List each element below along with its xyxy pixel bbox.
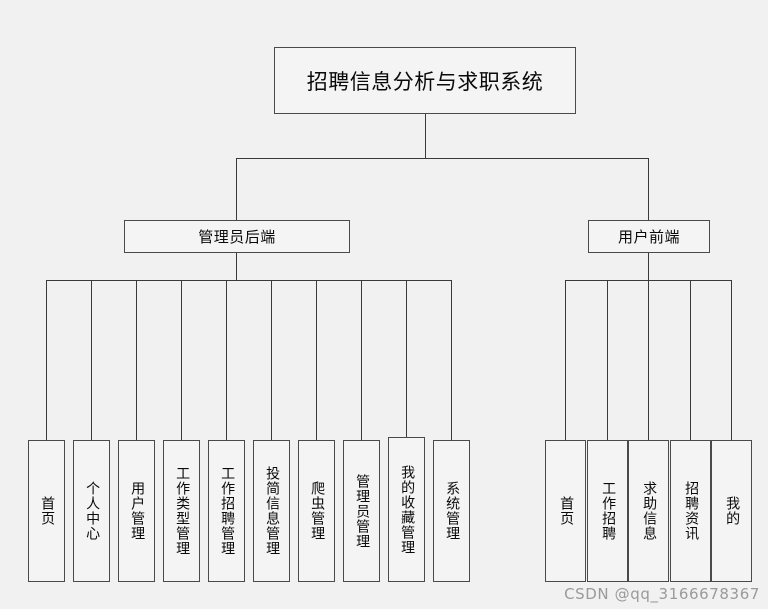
connector-admin-drop-5 <box>226 280 227 440</box>
connector-user-drop-2 <box>607 280 608 440</box>
connector-admin-drop-10 <box>451 280 452 440</box>
branch-node-user: 用户前端 <box>588 220 710 253</box>
leaf-node-admin-10: 系统管理 <box>433 440 470 582</box>
leaf-node-user-5: 我的 <box>711 440 752 582</box>
connector-admin-bus <box>46 280 451 281</box>
connector-root-stem <box>425 114 426 158</box>
leaf-node-admin-6-label: 投简信息管理 <box>264 466 281 556</box>
connector-admin-drop-8 <box>361 280 362 440</box>
leaf-node-admin-7-label: 爬虫管理 <box>309 481 326 541</box>
leaf-node-admin-2-label: 个人中心 <box>84 481 101 541</box>
leaf-node-user-3-label: 求助信息 <box>641 481 658 541</box>
leaf-node-admin-3-label: 用户管理 <box>129 481 146 541</box>
connector-user-drop-4 <box>690 280 691 440</box>
leaf-node-admin-2: 个人中心 <box>73 440 110 582</box>
leaf-node-admin-7: 爬虫管理 <box>298 440 335 582</box>
leaf-node-admin-8-label: 管理员管理 <box>354 473 371 549</box>
leaf-node-user-4-label: 招聘资讯 <box>683 481 700 541</box>
branch-node-admin: 管理员后端 <box>124 220 350 253</box>
leaf-node-admin-9: 我的收藏管理 <box>388 437 425 582</box>
leaf-node-admin-3: 用户管理 <box>118 440 155 582</box>
connector-admin-drop-7 <box>316 280 317 440</box>
leaf-node-admin-1-label: 首页 <box>39 496 56 526</box>
connector-admin-drop-4 <box>181 280 182 440</box>
leaf-node-user-1: 首页 <box>545 440 586 582</box>
connector-user-drop-3 <box>648 280 649 440</box>
leaf-node-user-4: 招聘资讯 <box>670 440 711 582</box>
leaf-node-admin-8: 管理员管理 <box>343 440 380 582</box>
leaf-node-admin-6: 投简信息管理 <box>253 440 290 582</box>
connector-root-bus <box>236 158 649 159</box>
leaf-node-admin-1: 首页 <box>28 440 65 582</box>
connector-admin-drop-6 <box>271 280 272 440</box>
leaf-node-user-2-label: 工作招聘 <box>600 481 617 541</box>
watermark-text: CSDN @qq_3166678367 <box>564 585 760 603</box>
leaf-node-admin-5-label: 工作招聘管理 <box>219 466 236 556</box>
leaf-node-admin-5: 工作招聘管理 <box>208 440 245 582</box>
connector-admin-stem <box>236 253 237 280</box>
leaf-node-user-2: 工作招聘 <box>587 440 628 582</box>
connector-admin-drop-9 <box>406 280 407 437</box>
connector-admin-drop-3 <box>136 280 137 440</box>
leaf-node-user-5-label: 我的 <box>724 496 741 526</box>
leaf-node-admin-10-label: 系统管理 <box>444 481 461 541</box>
leaf-node-admin-9-label: 我的收藏管理 <box>399 464 416 555</box>
root-node-label: 招聘信息分析与求职系统 <box>306 69 544 94</box>
leaf-node-user-3: 求助信息 <box>628 440 669 582</box>
leaf-node-admin-4: 工作类型管理 <box>163 440 200 582</box>
connector-root-to-user <box>648 158 649 220</box>
connector-admin-drop-2 <box>91 280 92 440</box>
leaf-node-user-1-label: 首页 <box>558 496 575 526</box>
leaf-node-admin-4-label: 工作类型管理 <box>174 466 191 556</box>
connector-user-drop-5 <box>731 280 732 440</box>
root-node: 招聘信息分析与求职系统 <box>274 47 576 114</box>
connector-user-stem <box>648 253 649 280</box>
connector-admin-drop-1 <box>46 280 47 440</box>
branch-node-admin-label: 管理员后端 <box>198 228 276 246</box>
connector-root-to-admin <box>236 158 237 220</box>
connector-user-drop-1 <box>565 280 566 440</box>
branch-node-user-label: 用户前端 <box>617 228 680 246</box>
